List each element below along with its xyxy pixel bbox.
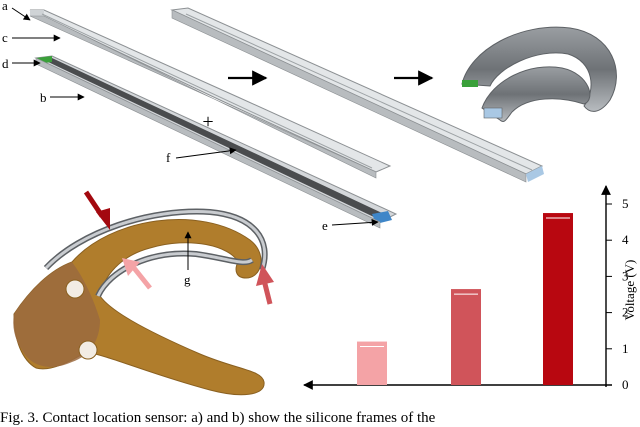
contact-arrow-light: [122, 258, 152, 290]
y-tick-label-1: 1: [622, 341, 629, 356]
label-e-text: e: [322, 218, 328, 233]
y-tick-label-4: 4: [622, 232, 629, 247]
silicone-frame-b: [34, 55, 398, 229]
bent-sensor: [461, 26, 617, 123]
silicone-frame-a: [29, 9, 392, 179]
y-tick-label-5: 5: [622, 196, 629, 211]
gripper: [13, 219, 265, 396]
voltage-chart: 0 1 2 3 4 5 Voltage (V): [303, 185, 637, 392]
plus-sign: +: [202, 111, 213, 133]
label-e: e: [322, 218, 379, 233]
sensor-on-gripper: [43, 208, 268, 298]
label-a: a: [2, 0, 31, 21]
y-axis-label: Voltage (V): [622, 260, 637, 321]
label-f: f: [166, 147, 237, 165]
label-b-text: b: [40, 90, 47, 105]
label-f-text: f: [166, 150, 171, 165]
y-tick-label-0: 0: [622, 377, 629, 392]
conductive-strip: [44, 58, 384, 218]
contact-arrow-mid: [256, 264, 274, 305]
figure-caption: Fig. 3. Contact location sensor: a) and …: [0, 410, 436, 426]
label-g-text: g: [184, 272, 191, 287]
label-c-text: c: [2, 30, 8, 45]
contact-arrow-dark: [83, 190, 110, 230]
bar-3: [543, 213, 573, 385]
label-b: b: [40, 90, 85, 105]
label-d: d: [2, 56, 41, 71]
label-a-text: a: [2, 0, 8, 13]
label-d-text: d: [2, 56, 9, 71]
y-tick-label-2: 2: [622, 305, 629, 320]
bar-2: [451, 289, 481, 385]
assembled-frame: [170, 7, 544, 183]
label-c: c: [2, 30, 61, 45]
label-g: g: [184, 231, 192, 287]
bar-1: [357, 341, 387, 385]
y-tick-label-3: 3: [622, 268, 629, 283]
